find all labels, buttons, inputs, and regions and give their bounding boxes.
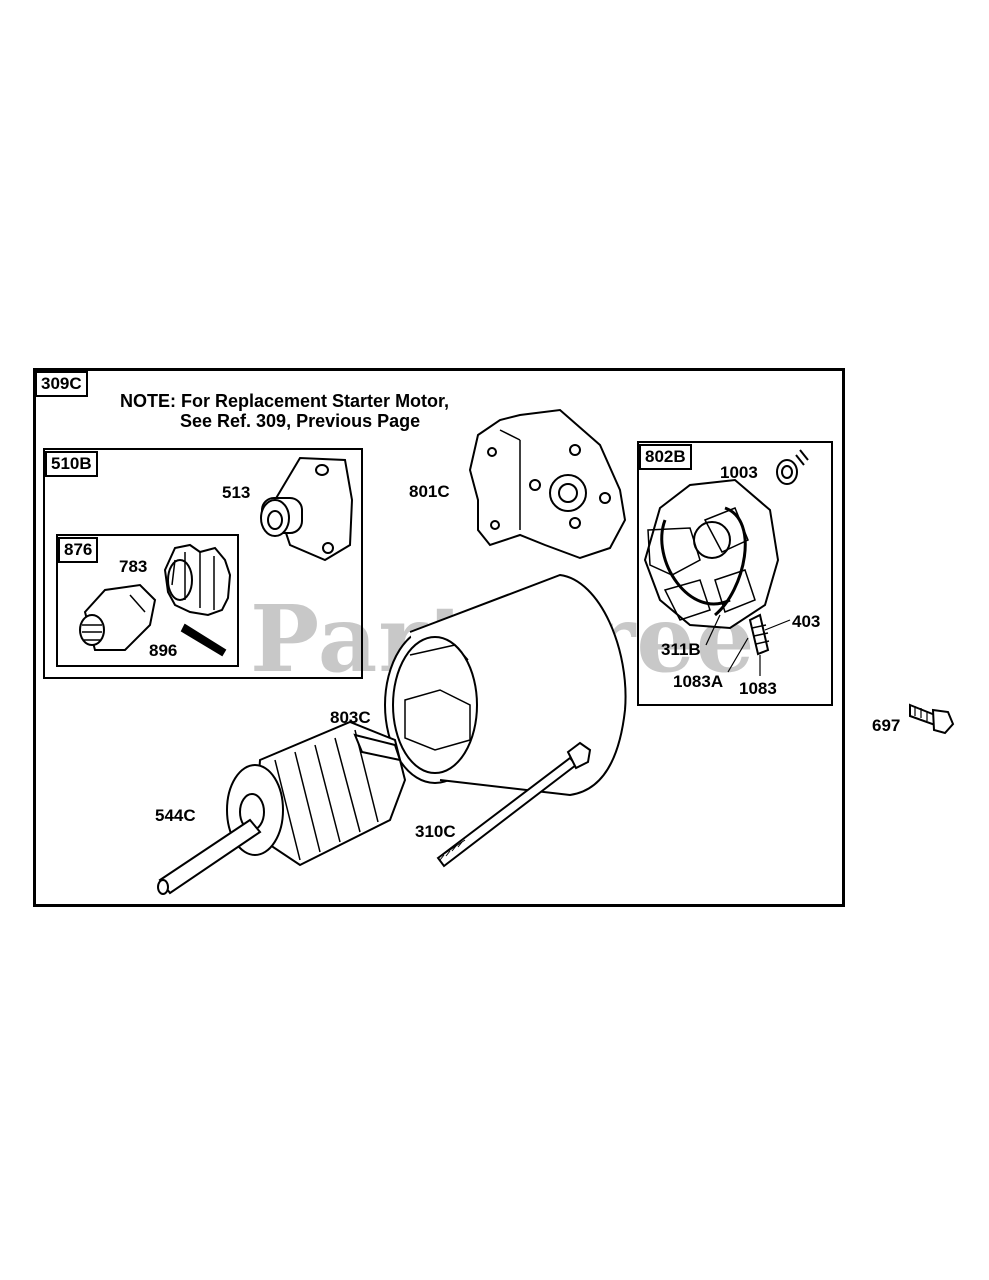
part-label-896: 896 [149,641,178,660]
bolt-697 [909,703,955,735]
motor-housing-803c [384,573,627,797]
part-label-1003: 1003 [720,463,758,482]
part-label-310c: 310C [415,822,456,841]
assembly-frame-510b [43,448,363,679]
part-label-783: 783 [119,557,148,576]
part-label-403: 403 [792,612,821,631]
roll-pin-896 [180,623,227,657]
drive-housing-513 [260,456,354,562]
group-tag-510b: 510B [45,451,98,477]
part-label-544c: 544C [155,806,196,825]
terminal-403 [748,613,770,656]
group-tag-802b: 802B [639,444,692,470]
armature-544c [157,720,407,895]
part-label-697: 697 [872,716,901,735]
part-label-311b: 311B [661,640,701,659]
note-line-2: See Ref. 309, Previous Page [180,411,421,431]
assembly-frame-802b [637,441,833,706]
part-label-513: 513 [222,483,251,502]
part-label-1083: 1083 [739,679,777,698]
group-tag-309c: 309C [35,371,88,397]
spring-1003 [776,449,809,485]
pinion-gear-783 [163,543,232,617]
assembly-frame-876 [56,534,239,667]
through-bolt-310c [436,741,592,868]
part-label-1083a: 1083A [673,672,724,691]
part-label-803c: 803C [330,708,371,727]
assembly-frame-309c [33,368,845,907]
part-label-801c: 801C [409,482,450,501]
brush-end-cap-802b [643,478,780,630]
note-line-1: NOTE: For Replacement Starter Motor, [120,391,450,411]
end-bracket-801c [468,408,627,560]
pinion-assembly-876 [79,583,157,651]
group-tag-876: 876 [58,537,99,563]
